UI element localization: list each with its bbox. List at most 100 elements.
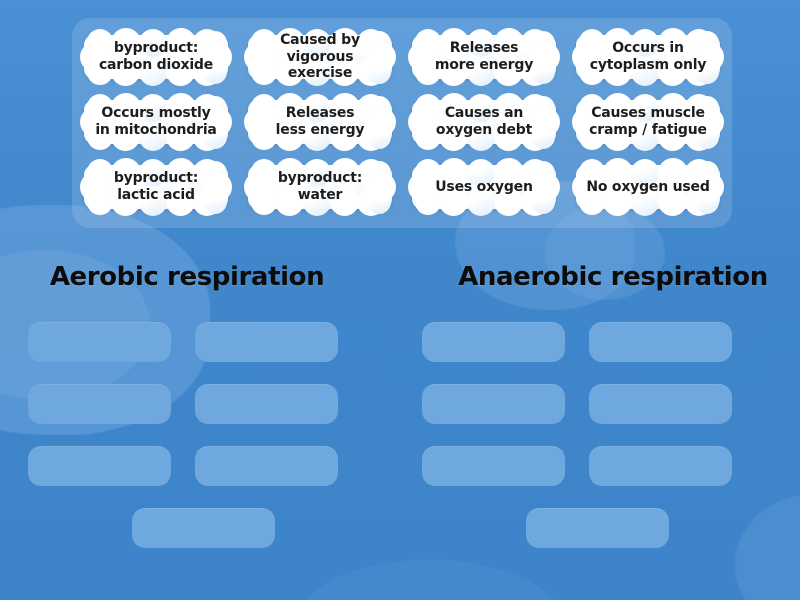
- cloud-bump: [166, 93, 196, 123]
- slot-group-aerobic: [28, 446, 378, 486]
- cloud-bump: [439, 187, 468, 216]
- word-tile-label: No oxygen used: [578, 179, 717, 196]
- cloud-bump: [303, 94, 331, 122]
- cloud-bump: [467, 123, 495, 151]
- draggable-word-tile[interactable]: byproduct:lactic acid: [80, 158, 232, 216]
- cloud-bump: [139, 159, 167, 187]
- cloud-bump: [303, 123, 331, 151]
- drop-slot[interactable]: [422, 384, 565, 424]
- drop-slot[interactable]: [28, 322, 171, 362]
- cloud-bump: [631, 123, 659, 151]
- drop-slot[interactable]: [195, 446, 338, 486]
- cloud-bump: [166, 57, 195, 86]
- slot-group-anaerobic: [422, 446, 772, 486]
- word-tile-line: byproduct:: [277, 170, 363, 187]
- cloud-bump: [139, 94, 167, 122]
- slot-group-anaerobic: [422, 384, 772, 424]
- slot-row: [0, 384, 800, 424]
- word-tile-line: vigorous exercise: [286, 48, 354, 82]
- cloud-bump: [275, 187, 304, 216]
- word-tile-label: byproduct:water: [270, 170, 370, 203]
- word-tile-line: byproduct:: [113, 170, 199, 187]
- word-tile-line: Causes muscle: [591, 105, 705, 122]
- cloud-bump: [658, 122, 687, 151]
- cloud-bump: [80, 42, 110, 72]
- cloud-bump: [275, 122, 304, 151]
- drop-slot[interactable]: [131, 508, 275, 548]
- drop-slot[interactable]: [195, 384, 338, 424]
- slot-group-anaerobic: [422, 322, 772, 362]
- draggable-word-tile[interactable]: Uses oxygen: [408, 158, 560, 216]
- cloud-bump: [111, 28, 141, 58]
- cloud-bump: [303, 188, 331, 216]
- word-tile-line: carbon dioxide: [98, 57, 214, 73]
- cloud-bump: [658, 158, 688, 188]
- cloud-bump: [631, 29, 659, 57]
- cloud-bump: [603, 57, 632, 86]
- cloud-bump: [303, 159, 331, 187]
- drop-slot[interactable]: [589, 446, 732, 486]
- cloud-bump: [694, 107, 724, 137]
- drop-slot[interactable]: [28, 446, 171, 486]
- draggable-word-tile[interactable]: byproduct:carbon dioxide: [80, 28, 232, 86]
- cloud-bump: [202, 42, 232, 72]
- category-title-anaerobic: Anaerobic respiration: [458, 262, 768, 292]
- cloud-bump: [494, 57, 523, 86]
- cloud-bump: [408, 42, 438, 72]
- word-tile-line: byproduct:: [113, 40, 199, 57]
- slot-group-aerobic: [28, 322, 378, 362]
- cloud-bump: [439, 122, 468, 151]
- drop-slot[interactable]: [195, 322, 338, 362]
- cloud-bump: [330, 187, 359, 216]
- drop-slot[interactable]: [28, 384, 171, 424]
- cloud-bump: [467, 58, 495, 86]
- word-tile-line: Occurs in: [612, 40, 684, 57]
- cloud-bump: [330, 122, 359, 151]
- cloud-bump: [603, 187, 632, 216]
- cloud-bump: [494, 187, 523, 216]
- cloud-bump: [166, 28, 196, 58]
- cloud-bump: [494, 122, 523, 151]
- cloud-bump: [658, 57, 687, 86]
- cloud-bump: [658, 28, 688, 58]
- drop-slot[interactable]: [525, 508, 669, 548]
- slot-row: [0, 508, 800, 548]
- drop-slot[interactable]: [422, 322, 565, 362]
- word-tile-line: more energy: [434, 57, 534, 73]
- cloud-bump: [631, 58, 659, 86]
- cloud-bump: [111, 187, 140, 216]
- cloud-bump: [244, 107, 274, 137]
- cloud-bump: [202, 172, 232, 202]
- slot-group-aerobic: [28, 384, 378, 424]
- word-tile-label: byproduct:carbon dioxide: [91, 40, 221, 73]
- drop-slot[interactable]: [589, 384, 732, 424]
- cloud-bump: [603, 28, 633, 58]
- draggable-word-tile[interactable]: No oxygen used: [572, 158, 724, 216]
- cloud-bump: [330, 93, 360, 123]
- cloud-bump: [275, 57, 304, 86]
- drop-slot[interactable]: [589, 322, 732, 362]
- cloud-bump: [330, 158, 360, 188]
- cloud-bump: [139, 29, 167, 57]
- cloud-bump: [366, 42, 396, 72]
- drop-slot[interactable]: [422, 446, 565, 486]
- cloud-bump: [330, 28, 360, 58]
- word-tile-line: Releases: [285, 105, 355, 122]
- word-tile-line: cytoplasm only: [589, 57, 707, 73]
- cloud-bump: [467, 188, 495, 216]
- draggable-word-tile[interactable]: byproduct:water: [244, 158, 396, 216]
- cloud-bump: [330, 57, 359, 86]
- cloud-bump: [303, 29, 331, 57]
